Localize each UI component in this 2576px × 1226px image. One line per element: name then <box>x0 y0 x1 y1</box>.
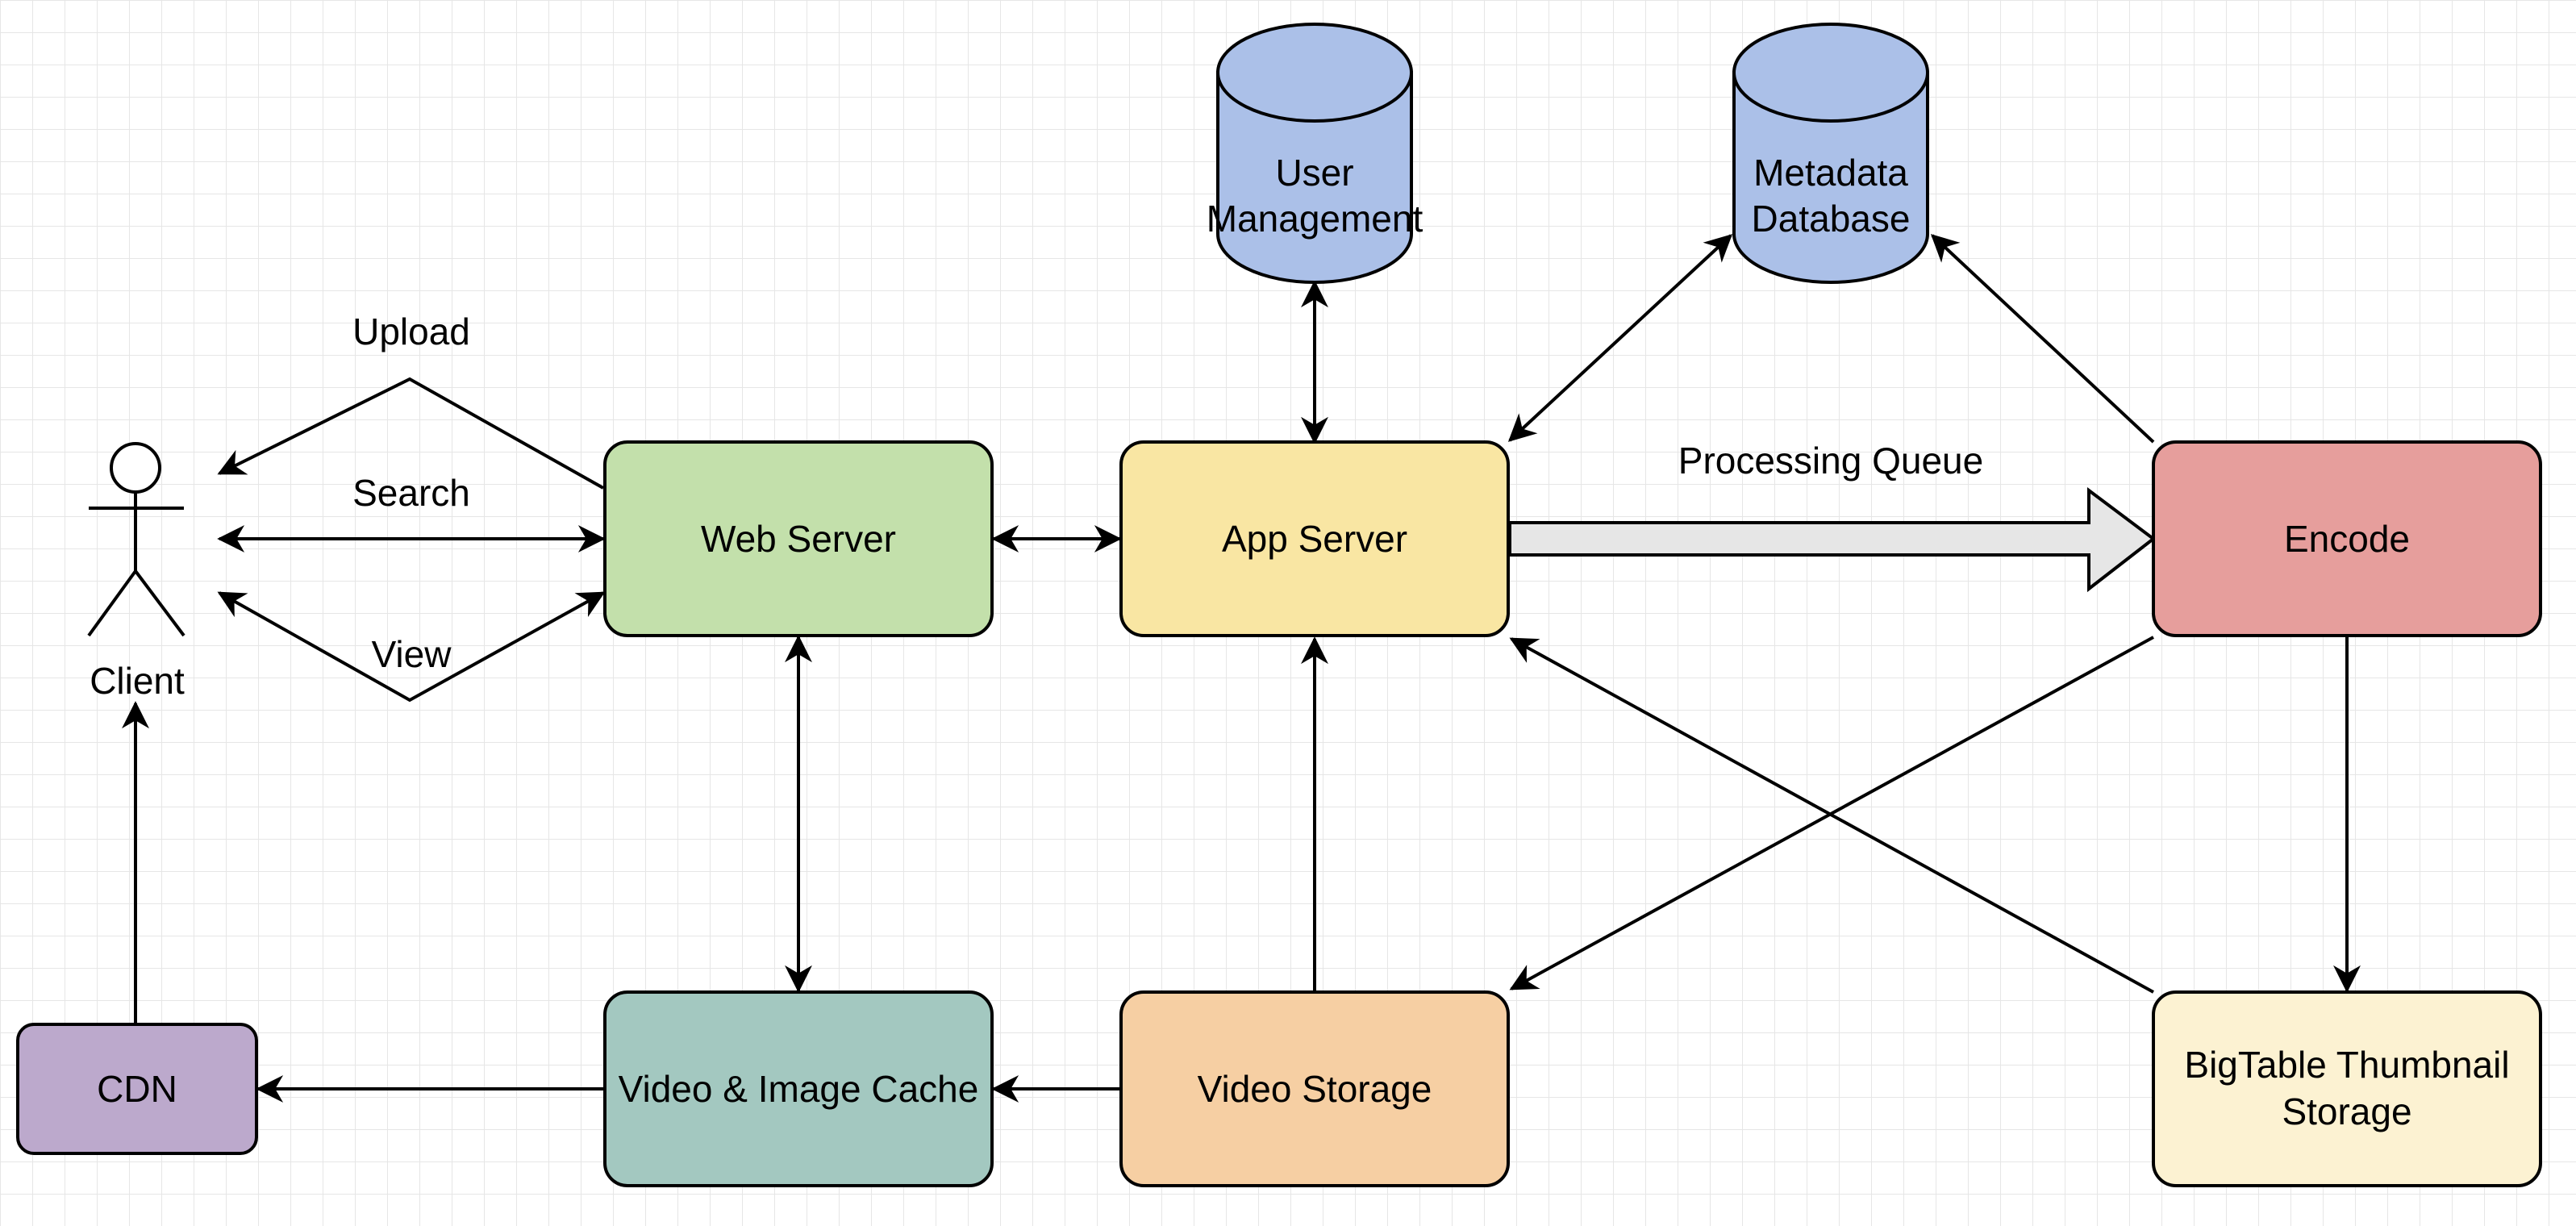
video-storage-label: Video Storage <box>1198 1068 1432 1110</box>
edge-encode-storage[interactable] <box>1509 636 2154 990</box>
web-server-node[interactable]: Web Server <box>603 440 994 637</box>
user-management-db[interactable]: User Management <box>1207 23 1423 284</box>
video-storage-node[interactable]: Video Storage <box>1119 990 1510 1187</box>
edge-view[interactable] <box>217 591 606 703</box>
app-server-label: App Server <box>1222 518 1407 560</box>
client-label: Client <box>90 660 185 702</box>
user-db-label-line1: User <box>1275 152 1353 194</box>
user-db-label-line2: Management <box>1207 198 1423 240</box>
meta-db-label-line1: Metadata <box>1753 152 1908 194</box>
cdn-node[interactable]: CDN <box>16 1023 258 1155</box>
edge-bigtable-app[interactable] <box>1509 637 2154 994</box>
edge-app-metadb[interactable] <box>1507 234 1733 442</box>
search-label: Search <box>352 472 470 514</box>
view-label: View <box>372 633 452 675</box>
bigtable-label-line2: Storage <box>2282 1090 2411 1132</box>
client-head-icon <box>110 442 161 494</box>
bigtable-label-line1: BigTable Thumbnail <box>2184 1044 2509 1086</box>
encode-node[interactable]: Encode <box>2152 440 2542 637</box>
encode-label: Encode <box>2284 518 2410 560</box>
upload-label: Upload <box>352 311 470 352</box>
web-server-label: Web Server <box>701 518 896 560</box>
edge-encode-metadb[interactable] <box>1930 234 2155 444</box>
client-actor[interactable] <box>87 442 185 637</box>
edges <box>122 234 2361 1103</box>
processing-queue-arrow[interactable] <box>1508 487 2157 593</box>
edge-upload[interactable] <box>217 377 604 490</box>
cache-node[interactable]: Video & Image Cache <box>603 990 994 1187</box>
app-server-node[interactable]: App Server <box>1119 440 1510 637</box>
meta-db-label-line2: Database <box>1752 198 1911 240</box>
cache-label: Video & Image Cache <box>619 1068 979 1110</box>
bigtable-node[interactable]: BigTable Thumbnail Storage <box>2152 990 2542 1187</box>
metadata-db[interactable]: Metadata Database <box>1732 23 1929 284</box>
cdn-label: CDN <box>97 1068 177 1110</box>
processing-queue-label: Processing Queue <box>1678 440 1983 482</box>
